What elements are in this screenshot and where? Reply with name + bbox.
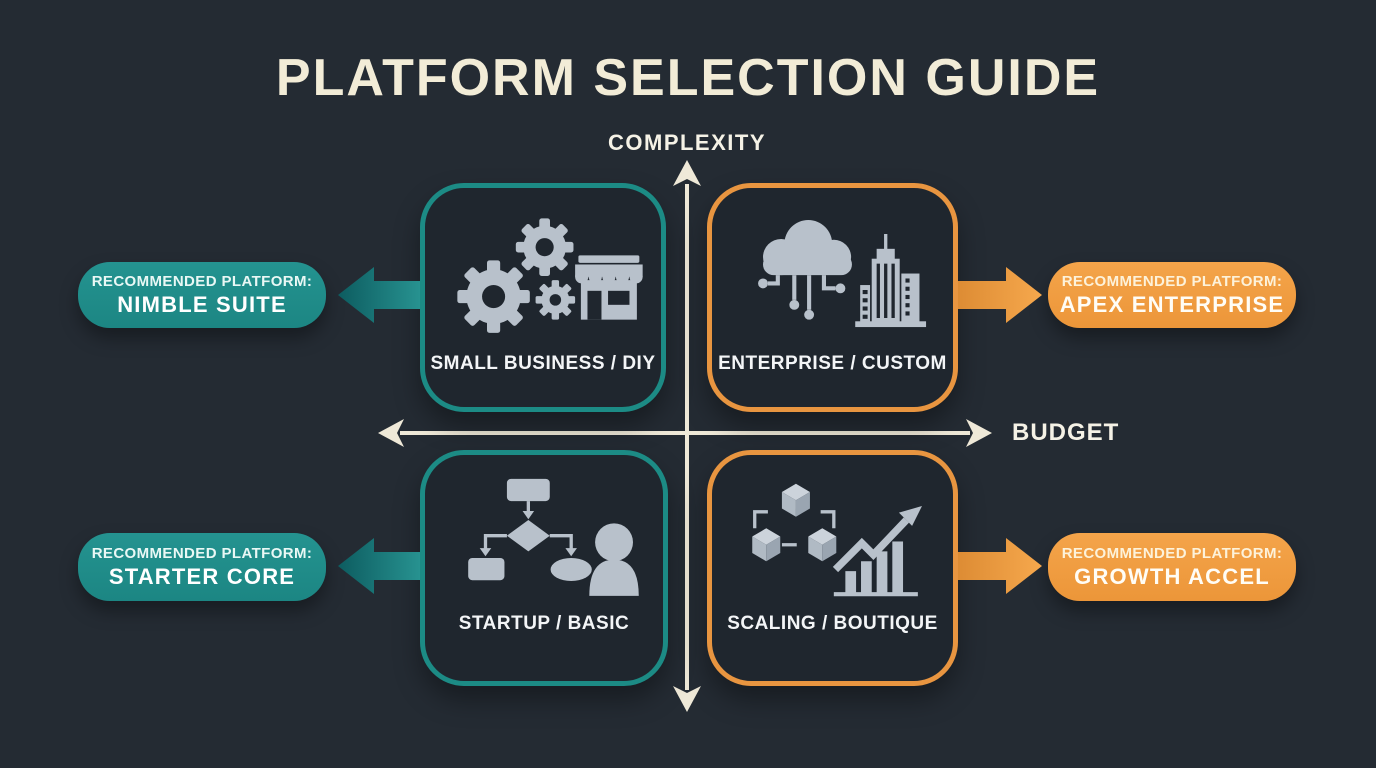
recommendation-prefix: RECOMMENDED PLATFORM:	[91, 272, 313, 290]
recommendation-name: STARTER CORE	[108, 563, 296, 589]
quadrant-startup: STARTUP / BASIC	[420, 450, 668, 686]
recommendation-prefix: RECOMMENDED PLATFORM:	[1061, 544, 1283, 562]
recommendation-nimble-suite: RECOMMENDED PLATFORM: NIMBLE SUITE	[78, 262, 326, 328]
axis-arrow-left-icon	[378, 419, 404, 447]
block-arrow-right-icon	[958, 538, 1042, 594]
block-arrow-left-icon	[338, 267, 420, 323]
quadrant-scaling: SCALING / BOUTIQUE	[707, 450, 958, 686]
recommendation-growth-accel: RECOMMENDED PLATFORM: GROWTH ACCEL	[1048, 533, 1296, 601]
block-arrow-right-icon	[958, 267, 1042, 323]
quadrant-small-business: SMALL BUSINESS / DIY	[420, 183, 666, 412]
recommendation-prefix: RECOMMENDED PLATFORM:	[1061, 272, 1283, 290]
quadrant-label: STARTUP / BASIC	[458, 613, 630, 634]
quadrant-label: ENTERPRISE / CUSTOM	[718, 353, 947, 374]
axis-arrow-right-icon	[966, 419, 992, 447]
complexity-axis-label: COMPLEXITY	[607, 130, 767, 155]
recommendation-starter-core: RECOMMENDED PLATFORM: STARTER CORE	[78, 533, 326, 601]
quadrant-label: SCALING / BOUTIQUE	[727, 613, 938, 634]
axis-arrow-up-icon	[673, 160, 701, 186]
block-arrow-left-icon	[338, 538, 420, 594]
quadrant-icon-wrap	[441, 455, 647, 613]
quadrant-icon-wrap	[730, 188, 936, 353]
cubes-growth-chart-icon	[751, 483, 922, 597]
cloud-network-building-icon	[757, 219, 926, 327]
recommendation-name: NIMBLE SUITE	[117, 291, 287, 317]
gears-storefront-icon	[457, 217, 643, 333]
quadrant-enterprise: ENTERPRISE / CUSTOM	[707, 183, 958, 412]
quadrant-icon-wrap	[730, 455, 936, 613]
flowchart-person-icon	[468, 478, 639, 596]
quadrant-icon-wrap	[440, 188, 646, 353]
recommendation-name: APEX ENTERPRISE	[1059, 291, 1285, 317]
quadrant-label: SMALL BUSINESS / DIY	[430, 353, 656, 374]
page-title: PLATFORM SELECTION GUIDE	[275, 49, 1101, 107]
budget-axis-label: BUDGET	[1012, 419, 1120, 446]
axis-arrow-down-icon	[673, 686, 701, 712]
recommendation-apex-enterprise: RECOMMENDED PLATFORM: APEX ENTERPRISE	[1048, 262, 1296, 328]
recommendation-name: GROWTH ACCEL	[1074, 563, 1270, 589]
recommendation-prefix: RECOMMENDED PLATFORM:	[91, 544, 313, 562]
